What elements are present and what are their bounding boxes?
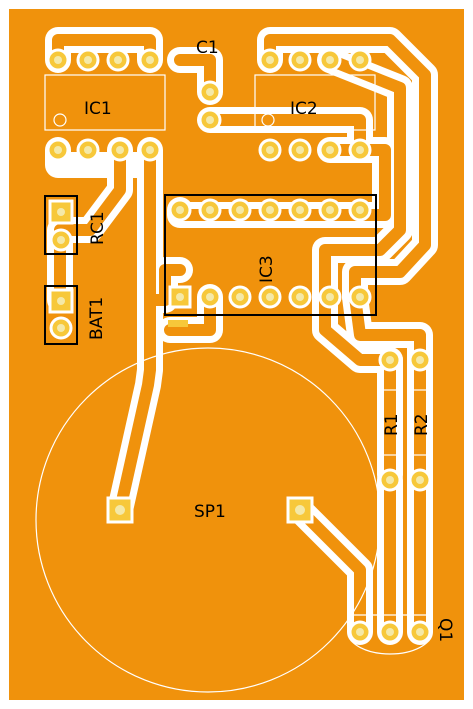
label-ic1: IC1 xyxy=(84,99,112,119)
r2-body-outline xyxy=(409,389,431,456)
rc1-body-outline xyxy=(44,195,78,255)
resistor-pads xyxy=(378,348,432,492)
bat1-body-outline xyxy=(44,285,78,345)
label-q1: Q1 xyxy=(435,618,455,642)
ic2-body-outline xyxy=(254,74,376,131)
ic2-pads xyxy=(258,48,372,162)
r1-body-outline xyxy=(379,389,401,456)
ic1-body-outline xyxy=(44,74,166,131)
label-c1: C1 xyxy=(196,38,219,58)
silkscreen-layer xyxy=(35,74,433,693)
ic1-pads xyxy=(46,48,162,162)
c1-pads xyxy=(198,80,222,132)
board-outline xyxy=(9,9,464,700)
label-r2: R2 xyxy=(412,413,432,436)
label-sp1: SP1 xyxy=(194,502,226,522)
q1-body-outline xyxy=(347,614,433,655)
ic3-pads xyxy=(168,198,372,327)
label-rc1: RC1 xyxy=(88,211,108,245)
ic3-body-outline xyxy=(164,194,377,316)
label-bat1: BAT1 xyxy=(87,297,107,340)
sp1-pads xyxy=(106,496,314,524)
label-ic2: IC2 xyxy=(290,99,318,119)
ic1-pin1-marker xyxy=(53,113,67,127)
ic2-pin1-marker xyxy=(261,113,275,127)
label-ic3: IC3 xyxy=(257,255,277,283)
label-r1: R1 xyxy=(382,413,402,436)
bat1-pads xyxy=(48,288,74,340)
speaker-outline xyxy=(35,347,381,693)
pads-layer xyxy=(46,48,432,644)
rc1-pads xyxy=(48,199,74,252)
component-outline-layer xyxy=(44,194,377,345)
q1-pads xyxy=(348,620,432,644)
